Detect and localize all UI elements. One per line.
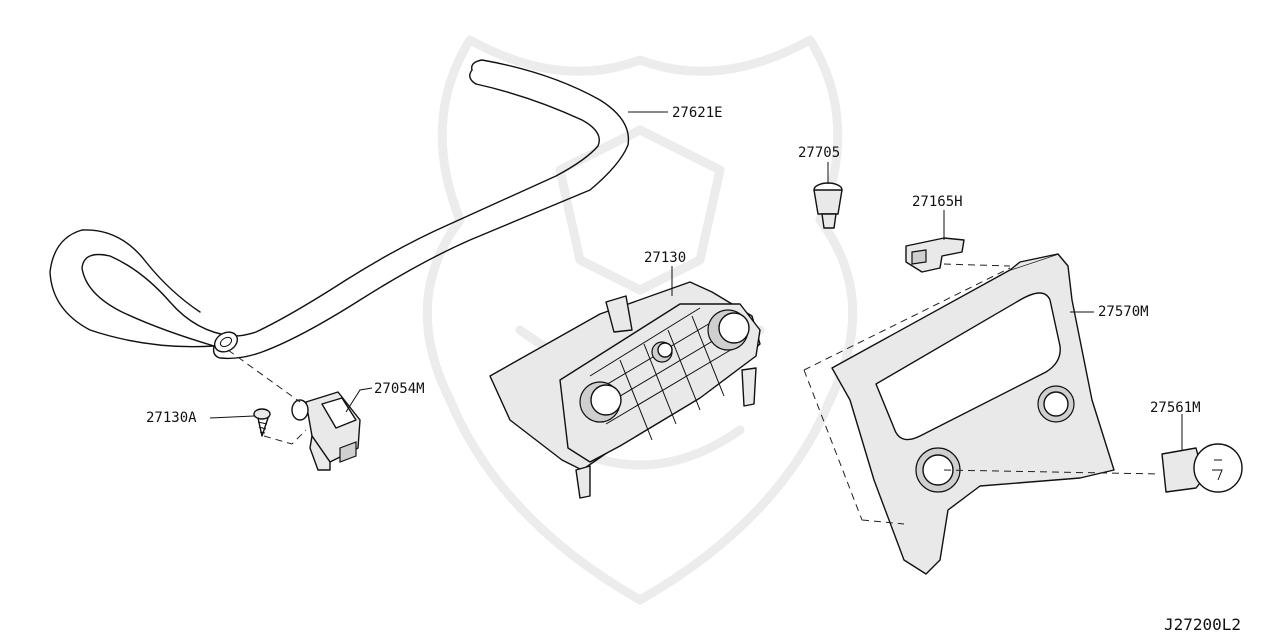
aspirator-sensor (291, 391, 361, 471)
leader-sensor (345, 387, 373, 413)
clip (813, 182, 843, 229)
assembly-line-panel-outline (803, 267, 1011, 525)
screw (253, 408, 271, 437)
finisher-panel (831, 253, 1115, 575)
label-finisher: 27570M (1098, 304, 1149, 320)
diagram-code: J27200L2 (1164, 615, 1241, 634)
label-switch: 27561M (1150, 400, 1201, 416)
assembly-line-hose-sensor (227, 349, 301, 403)
label-bracket: 27165H (912, 194, 963, 210)
bracket (905, 237, 965, 273)
assembly-line-screw-sensor (263, 429, 307, 445)
label-control: 27130 (644, 250, 686, 266)
leader-screw (209, 415, 255, 419)
assembly-line-switch-panel (943, 469, 1161, 475)
switch (1161, 443, 1243, 493)
label-sensor: 27054M (374, 381, 425, 397)
label-clip: 27705 (798, 145, 840, 161)
assembly-line-bracket-panel (943, 263, 1011, 267)
ac-control-unit (489, 281, 761, 499)
heater-hose (49, 59, 630, 360)
label-hose: 27621E (672, 105, 723, 121)
label-screw: 27130A (146, 410, 197, 426)
